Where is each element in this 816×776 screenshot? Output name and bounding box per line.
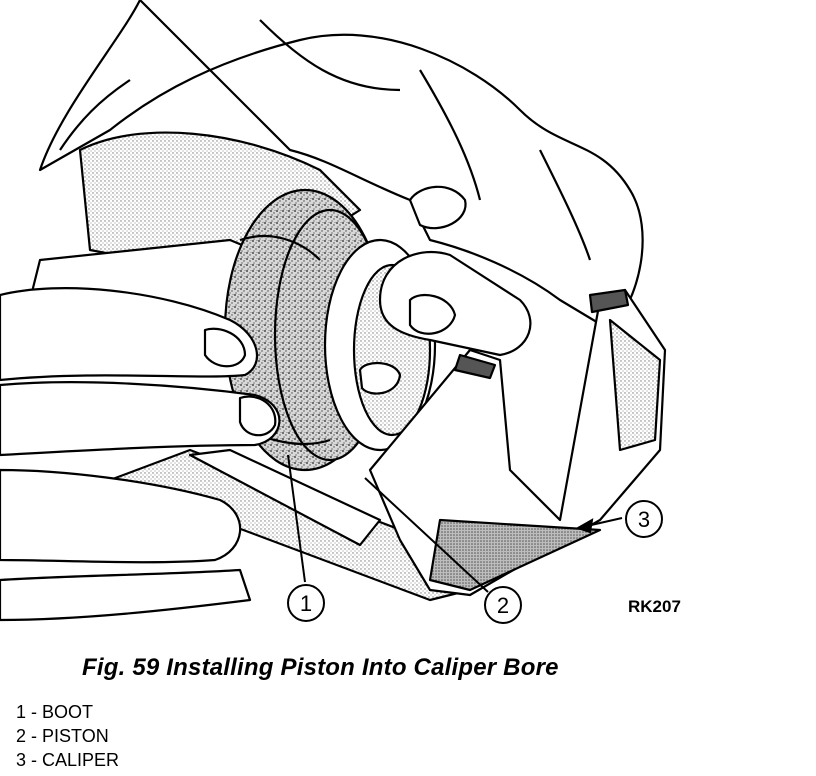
- piston-installation-illustration: 1 2 3 RK207: [0, 0, 681, 624]
- caliper-housing: [28, 131, 482, 602]
- drawing-code: RK207: [628, 597, 681, 616]
- caliper-body: [368, 288, 667, 597]
- legend-list: 1 - BOOT 2 - PISTON 3 - CALIPER: [16, 700, 119, 772]
- callout-3: 3: [625, 500, 663, 538]
- callout-3-number: 3: [638, 507, 650, 532]
- legend-item-caliper: 3 - CALIPER: [16, 750, 120, 770]
- callout-1-number: 1: [300, 591, 312, 616]
- upper-hand: [38, 0, 644, 332]
- right-hand: [358, 185, 532, 395]
- callout-1: 1: [287, 584, 325, 622]
- leader-line-1: [287, 454, 306, 583]
- legend-item-piston: 2 - PISTON: [16, 726, 109, 746]
- leader-lines: [287, 454, 623, 593]
- leader-line-2: [364, 477, 489, 593]
- callout-2: 2: [484, 586, 522, 624]
- figure-caption: Fig. 59 Installing Piston Into Caliper B…: [82, 654, 559, 681]
- legend-item-boot: 1 - BOOT: [16, 702, 94, 722]
- left-hand: [0, 287, 281, 622]
- leader-arrow-3: [575, 518, 594, 534]
- callout-2-number: 2: [497, 593, 509, 618]
